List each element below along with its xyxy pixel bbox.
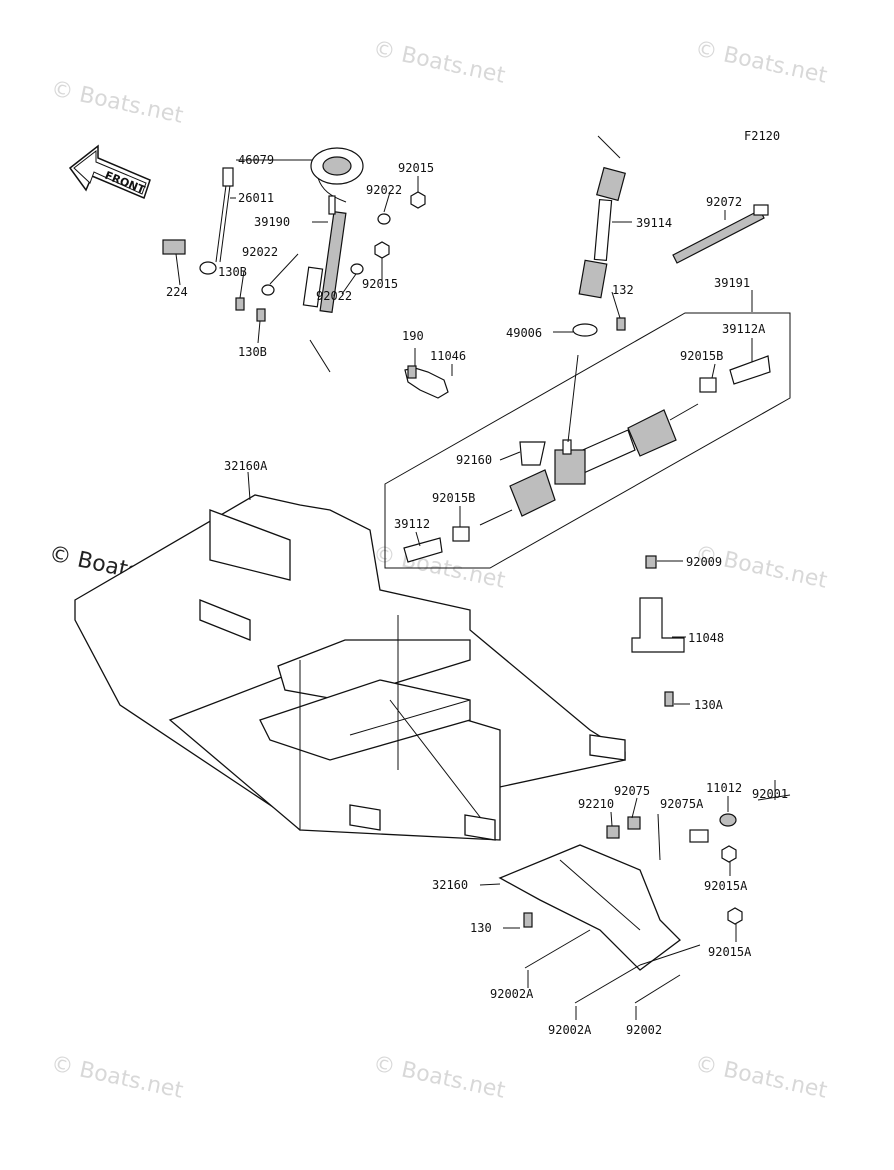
part-label: 92009 (686, 555, 722, 569)
part-label: 92072 (706, 195, 742, 209)
part-label: 92001 (752, 787, 788, 801)
part-label: 92015 (398, 161, 434, 175)
part-label: 92002A (490, 987, 534, 1001)
part-label: 39112A (722, 322, 766, 336)
part-label: 92015 (362, 277, 398, 291)
part-label: 39190 (254, 215, 290, 229)
part-label: 11046 (430, 349, 466, 363)
part-labels: 46079 26011 39190 92015 92022 92022 9202… (166, 153, 788, 1037)
watermark-bottom-center: © Boats.net (371, 1051, 508, 1103)
part-label: 224 (166, 285, 188, 299)
part-label: 92015A (708, 945, 752, 959)
watermark-bottom-right: © Boats.net (693, 1051, 830, 1103)
part-label: 32160A (224, 459, 268, 473)
part-label: 92075A (660, 797, 704, 811)
part-label: 39114 (636, 216, 672, 230)
part-label: 92022 (316, 289, 352, 303)
front-arrow-icon: FRONT (68, 144, 151, 200)
watermark-top-left: © Boats.net (49, 76, 186, 128)
part-label: 92075 (614, 784, 650, 798)
part-label: 130A (694, 698, 724, 712)
leader-lines (175, 159, 776, 1020)
part-label: 32160 (432, 878, 468, 892)
part-label: 130B (218, 265, 247, 279)
figure-code: F2120 (744, 129, 780, 143)
part-label: 92015B (680, 349, 723, 363)
main-frame (74, 494, 626, 841)
bracket-11048 (631, 555, 685, 707)
rear-bracket-assembly (498, 794, 791, 1004)
part-label: 49006 (506, 326, 542, 340)
part-label: 92210 (578, 797, 614, 811)
intermediate-shaft (572, 135, 769, 337)
watermark-bottom-left: © Boats.net (49, 1051, 186, 1103)
watermark-top-right: © Boats.net (693, 36, 830, 88)
part-label: 130B (238, 345, 267, 359)
part-label: 26011 (238, 191, 274, 205)
part-label: 130 (470, 921, 492, 935)
part-label: 92015A (704, 879, 748, 893)
part-label: 39191 (714, 276, 750, 290)
part-label: 92002A (548, 1023, 592, 1037)
part-label: 39112 (394, 517, 430, 531)
part-label: 92015B (432, 491, 475, 505)
part-label: 11048 (688, 631, 724, 645)
part-label: 92022 (366, 183, 402, 197)
part-label: 190 (402, 329, 424, 343)
part-label: 92002 (626, 1023, 662, 1037)
part-label: 11012 (706, 781, 742, 795)
part-label: 46079 (238, 153, 274, 167)
steering-column (162, 147, 426, 373)
watermark-top-center: © Boats.net (371, 36, 508, 88)
part-label: 92160 (456, 453, 492, 467)
part-label: 132 (612, 283, 634, 297)
part-label: 92022 (242, 245, 278, 259)
steering-rack-assembly (384, 312, 791, 569)
